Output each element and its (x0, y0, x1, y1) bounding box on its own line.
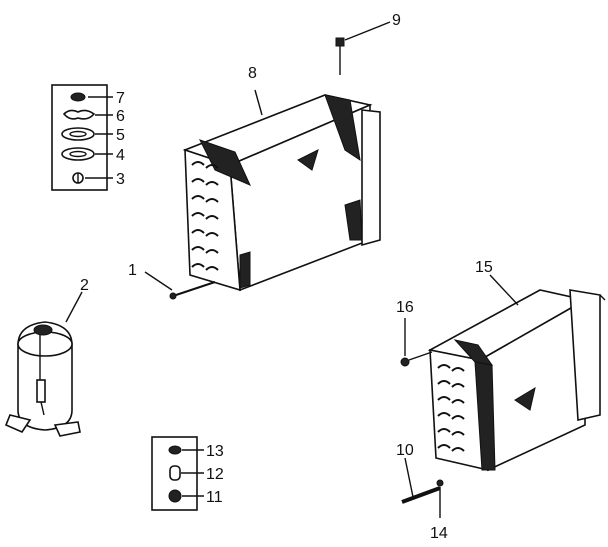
callout-14: 14 (430, 525, 448, 542)
callout-1: 1 (128, 262, 137, 279)
evaporator-hairpins (191, 161, 219, 271)
callout-9: 9 (392, 12, 401, 29)
hardware-kit-upper: 7 6 5 4 3 (51, 84, 125, 191)
condenser-coil: 15 (427, 259, 606, 472)
compressor: 2 (4, 277, 89, 437)
airflow-arrow-upper (297, 149, 319, 171)
part-11-nut (168, 489, 182, 503)
callout-16: 16 (396, 299, 414, 316)
callout-12: 12 (206, 466, 224, 483)
callout-3: 3 (116, 171, 125, 188)
callout-10: 10 (396, 442, 414, 459)
screw-14: 14 (430, 479, 448, 542)
evaporator-coil: 8 (182, 65, 381, 292)
compressor-terminal (33, 324, 53, 336)
callout-15: 15 (475, 259, 493, 276)
hardware-kit-lower: 13 12 11 (151, 436, 224, 511)
callout-5: 5 (116, 127, 125, 144)
callout-4: 4 (116, 147, 125, 164)
part-5-grommet (61, 127, 95, 141)
airflow-arrow-lower (514, 386, 536, 411)
callout-8: 8 (248, 65, 257, 82)
screw-9: 9 (335, 12, 401, 75)
part-4-grommet (61, 147, 95, 161)
condenser-hairpins (437, 364, 465, 452)
compressor-foot-left (4, 414, 32, 434)
screw-1: 1 (128, 262, 216, 300)
part-6-clip (62, 109, 96, 120)
callout-6: 6 (116, 108, 125, 125)
screw-16: 16 (396, 299, 433, 367)
compressor-foot-right (53, 421, 81, 437)
callout-11: 11 (206, 489, 223, 506)
part-12-sleeve (169, 465, 181, 481)
callout-2: 2 (80, 277, 89, 294)
callout-13: 13 (206, 443, 224, 460)
callout-7: 7 (116, 90, 125, 107)
rod-10: 10 (396, 442, 441, 504)
part-13-cap (168, 445, 182, 455)
part-7-cap (70, 92, 86, 102)
